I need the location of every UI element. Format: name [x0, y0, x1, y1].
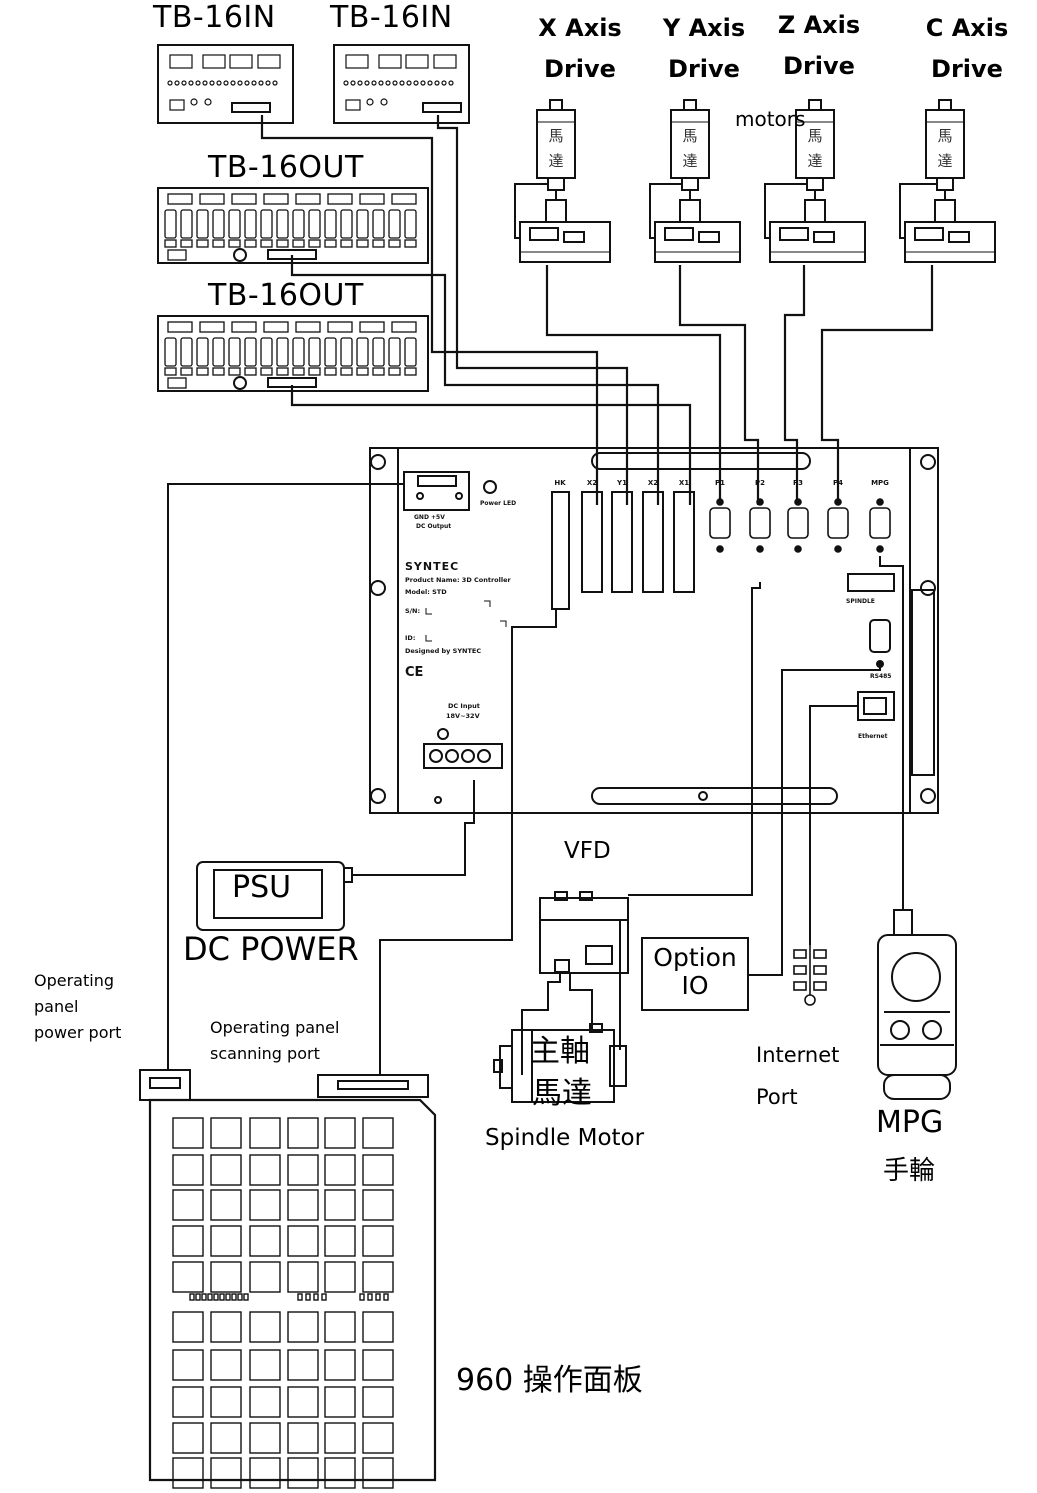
- ctrl-id: ID:: [405, 634, 415, 642]
- z-axis-drive-line2: Drive: [783, 52, 855, 80]
- ctrl-port-label: P1: [715, 479, 725, 487]
- motor-char-1: 馬: [937, 127, 952, 145]
- axis-drive-2: 馬達: [649, 99, 741, 263]
- tb-16out-label-2: TB-16OUT: [208, 278, 364, 313]
- op-power-port-line2: panel: [34, 997, 79, 1016]
- option-io-box: [641, 937, 749, 1011]
- motor-char-2: 達: [807, 152, 822, 170]
- controller-box: [369, 447, 939, 814]
- axis-drive-4: 馬達: [899, 99, 996, 263]
- power-and-field-cables: [167, 483, 904, 1075]
- c-axis-drive-line1: C Axis: [925, 14, 1009, 42]
- ctrl-port-labels: HK X2 Y1 X2 X1 P1 P2 P3 P4 MPG: [554, 479, 889, 487]
- operating-panel-name: 960 操作面板: [456, 1363, 643, 1398]
- operating-panel-scanning-port-label: Operating panel scanning port: [210, 1015, 339, 1067]
- ctrl-port-label: P2: [755, 479, 765, 487]
- ctrl-port-label: X1: [679, 479, 689, 487]
- op-power-port-line3: power port: [34, 1023, 122, 1042]
- ctrl-ce-mark: CE: [405, 665, 423, 680]
- ctrl-spindle-port: SPINDLE: [846, 598, 875, 605]
- operating-panel: [139, 1069, 437, 1489]
- ctrl-port-label: P3: [793, 479, 803, 487]
- operating-panel-power-port-label: Operating panel power port: [34, 968, 121, 1046]
- mpg-handwheel-icon: [877, 900, 957, 1100]
- tb-16in-label-2: TB-16IN: [330, 0, 453, 35]
- motor-char-1: 馬: [807, 127, 822, 145]
- psu-box: [196, 861, 362, 931]
- ctrl-dc-output-caption: DC Output: [416, 523, 451, 530]
- tb-16in-board-2: [333, 44, 470, 124]
- io-cables: [260, 115, 934, 505]
- internet-port-line1: Internet: [756, 1043, 840, 1067]
- ctrl-port-label: MPG: [871, 479, 889, 487]
- mpg-label: MPG: [876, 1105, 944, 1140]
- axis-drive-1: 馬達: [514, 99, 611, 263]
- ctrl-port-label: Y1: [616, 479, 627, 487]
- ctrl-brand: SYNTEC: [405, 560, 459, 573]
- spindle-motor-cn-2: 馬達: [532, 1076, 592, 1111]
- spindle-motor-label: Spindle Motor: [485, 1125, 645, 1151]
- ctrl-port-label: X2: [587, 479, 597, 487]
- motor-char-2: 達: [548, 152, 563, 170]
- tb-16in-terminals: [167, 54, 457, 111]
- psu-label: PSU: [232, 870, 292, 905]
- op-scan-port-line2: scanning port: [210, 1044, 320, 1063]
- tb-16out-label-1: TB-16OUT: [208, 150, 364, 185]
- internet-port-icon: [793, 945, 827, 1006]
- ctrl-dc-input-range: 18V~32V: [446, 712, 480, 720]
- vfd-label: VFD: [564, 838, 611, 864]
- op-power-port-line1: Operating: [34, 971, 114, 990]
- ctrl-dc-input: DC Input: [448, 702, 480, 710]
- motor-char-2: 達: [937, 152, 952, 170]
- ctrl-dc-output-label: GND +5V: [414, 514, 445, 521]
- ctrl-power-led: Power LED: [480, 500, 516, 507]
- y-axis-drive-line1: Y Axis: [662, 14, 746, 42]
- tb-16in-label-1: TB-16IN: [153, 0, 276, 35]
- x-axis-drive-line2: Drive: [544, 55, 616, 83]
- z-axis-drive-line1: Z Axis: [777, 11, 861, 39]
- ctrl-port-label: X2: [648, 479, 658, 487]
- option-io-line1: Option: [653, 943, 737, 972]
- mpg-cn-label: 手輪: [883, 1156, 936, 1186]
- dc-power-label: DC POWER: [183, 930, 359, 968]
- ctrl-product-name: Product Name: 3D Controller: [405, 576, 511, 584]
- internet-port-line2: Port: [756, 1085, 798, 1109]
- motor-char-1: 馬: [682, 127, 697, 145]
- ctrl-rs485-port: RS485: [870, 673, 891, 680]
- vfd-box: [521, 891, 629, 1075]
- y-axis-drive-line2: Drive: [668, 55, 740, 83]
- option-io-line2: IO: [681, 971, 709, 1000]
- ctrl-designed-by: Designed by SYNTEC: [405, 647, 481, 655]
- tb-16in-board-1: [157, 44, 294, 124]
- motor-char-2: 達: [682, 152, 697, 170]
- ctrl-sn: S/N:: [405, 607, 420, 615]
- x-axis-drive-line1: X Axis: [538, 14, 622, 42]
- ctrl-port-label: P4: [833, 479, 843, 487]
- motor-char-1: 馬: [548, 127, 563, 145]
- op-scan-port-line1: Operating panel: [210, 1018, 340, 1037]
- ctrl-ethernet-port: Ethernet: [858, 733, 888, 740]
- c-axis-drive-line2: Drive: [931, 55, 1003, 83]
- ctrl-model: Model: STD: [405, 588, 447, 596]
- spindle-motor-icon: [493, 1023, 627, 1103]
- motors-label: motors: [735, 107, 806, 131]
- spindle-motor-cn-1: 主軸: [530, 1034, 590, 1069]
- axis-drive-3: 馬達: [764, 99, 866, 263]
- ctrl-port-label: HK: [554, 479, 566, 487]
